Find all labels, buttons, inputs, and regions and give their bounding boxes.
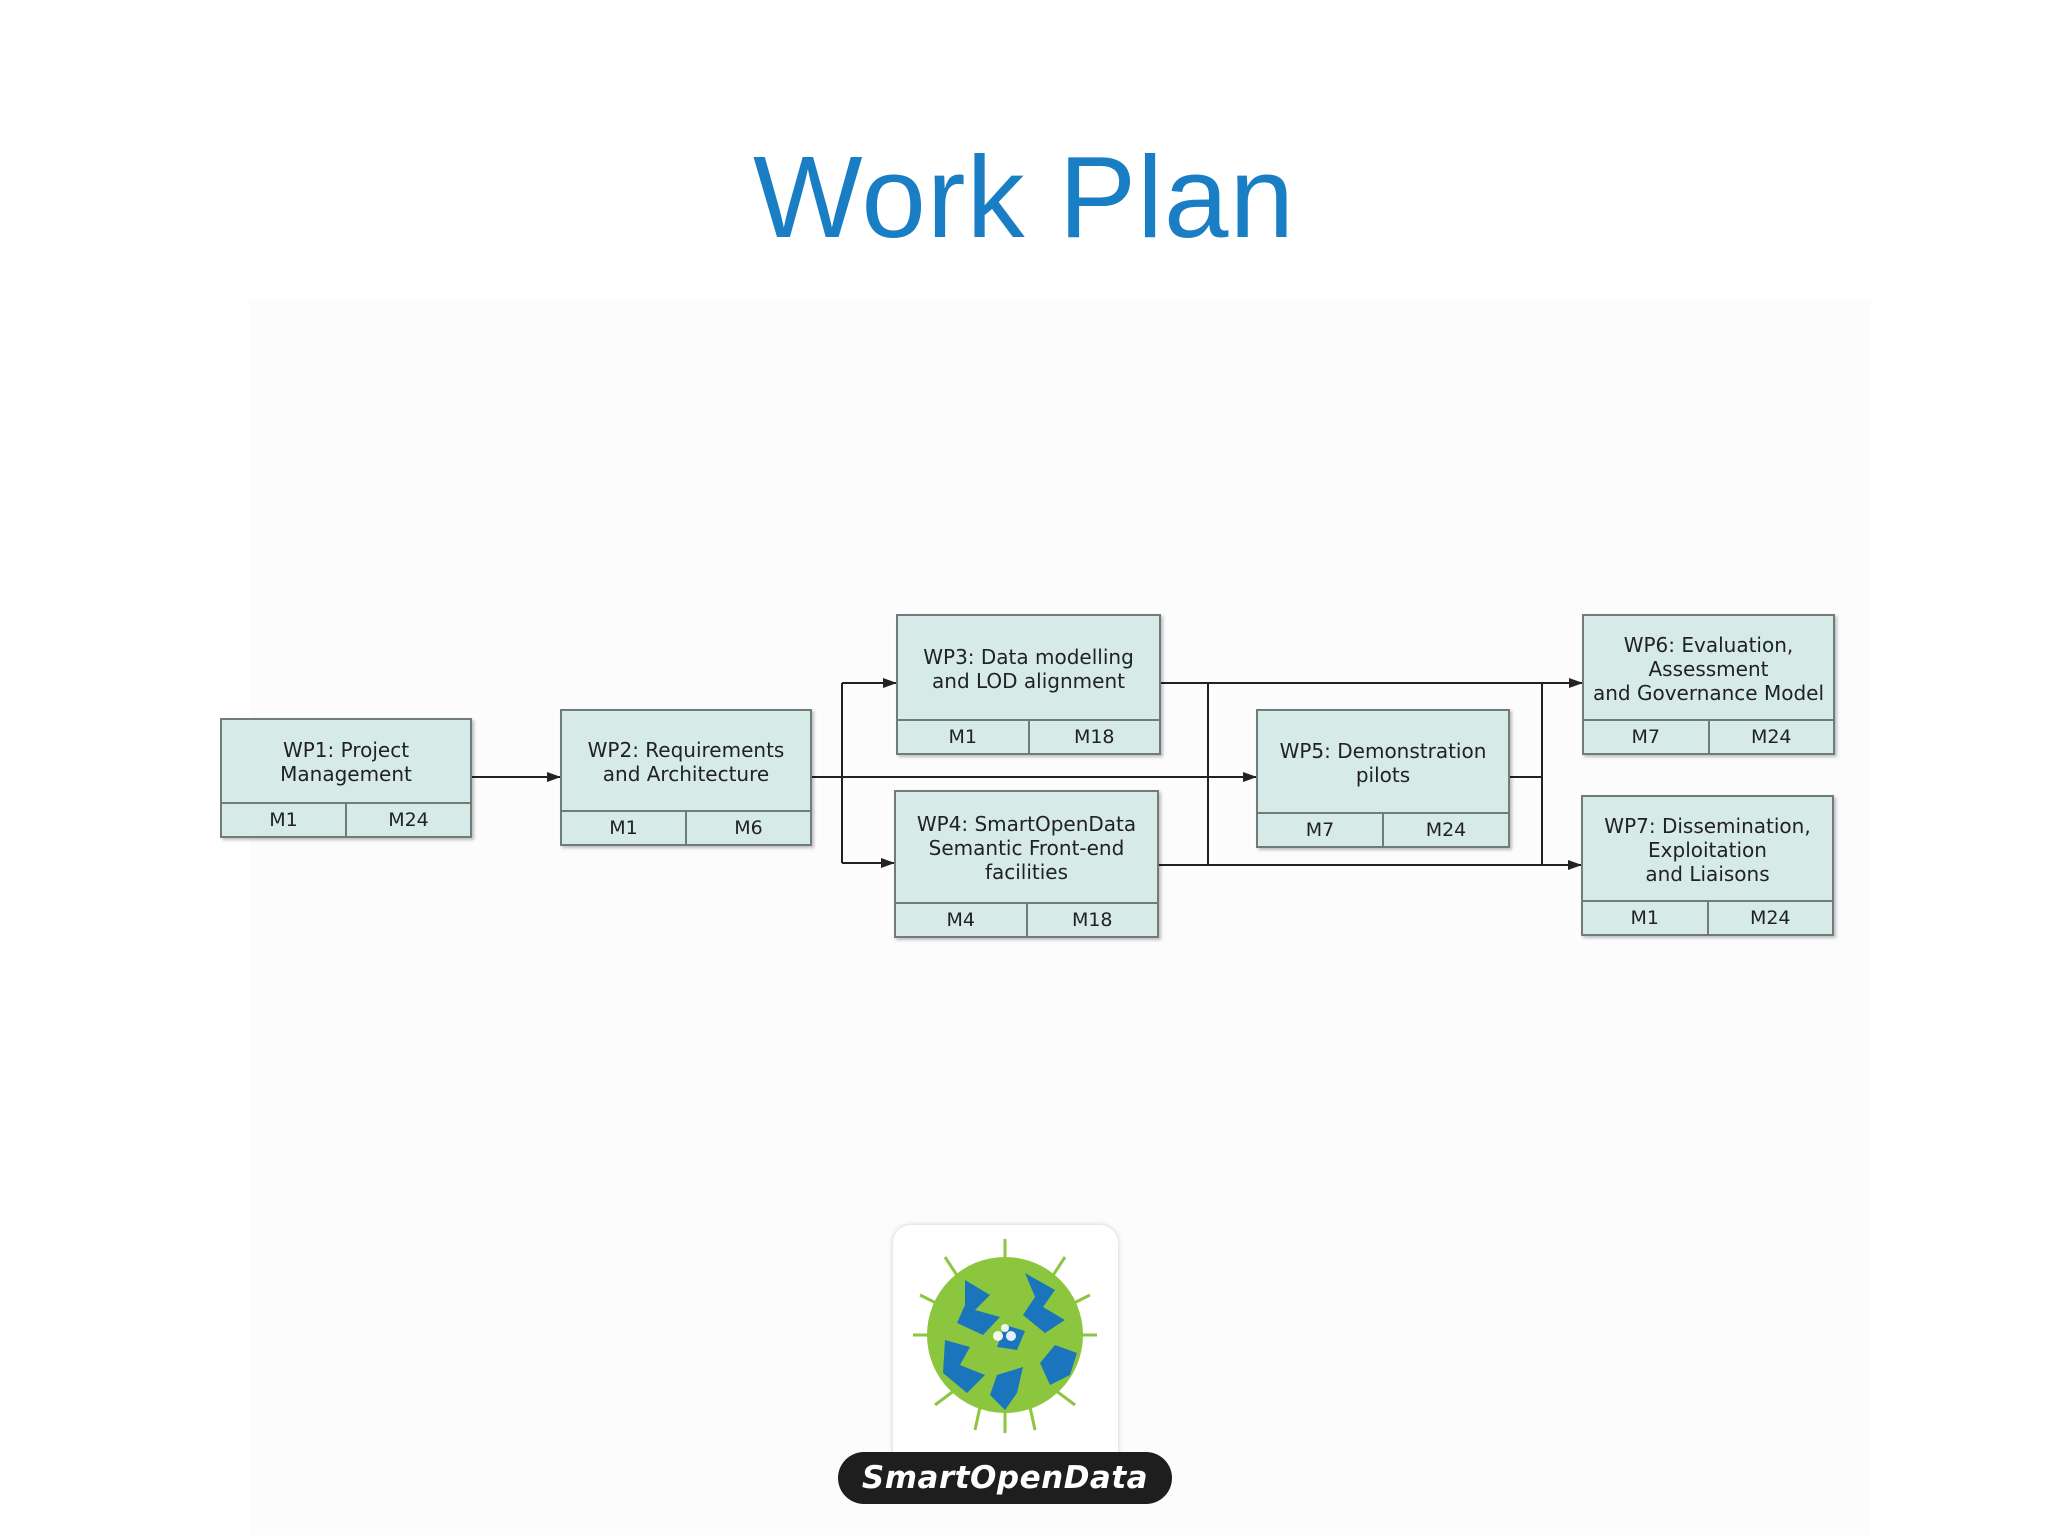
wp1-months: M1 M24 [222,802,470,836]
wp6-end-month: M24 [1707,721,1834,753]
slide-title: Work Plan [753,132,1295,262]
wp1-start-month: M1 [269,809,298,831]
wp2-start-month: M1 [609,817,638,839]
wp2-end-month: M6 [685,812,810,844]
wp3-box[interactable]: WP3: Data modelling and LOD alignment M1… [896,614,1161,755]
wp3-months: M1 M18 [898,719,1159,753]
wp4-end-month: M18 [1025,904,1158,936]
globe-logo-icon [913,1239,1097,1433]
wp4-start-month: M4 [946,909,975,931]
wp2-months: M1 M6 [562,810,810,844]
wp4-box[interactable]: WP4: SmartOpenData Semantic Front-end fa… [894,790,1159,938]
wp7-end-month: M24 [1706,902,1833,934]
wp1-title: WP1: Project Management [280,738,412,786]
wp5-title: WP5: Demonstration pilots [1279,738,1487,787]
wp4-months: M4 M18 [896,902,1157,936]
wp6-box[interactable]: WP6: Evaluation, Assessment and Governan… [1582,614,1835,755]
wp3-start-month: M1 [948,726,977,748]
wp1-end-month: M24 [345,804,470,836]
logo-wordmark: SmartOpenData [838,1452,1172,1504]
wp1-box[interactable]: WP1: Project Management M1 M24 [220,718,472,838]
wp5-end-month: M24 [1382,814,1508,846]
wp5-start-month: M7 [1305,819,1335,841]
wp7-box[interactable]: WP7: Dissemination, Exploitation and Lia… [1581,795,1834,936]
wp2-box[interactable]: WP2: Requirements and Architecture M1 M6 [560,709,812,846]
wp2-title: WP2: Requirements and Architecture [587,737,785,786]
wp4-title: WP4: SmartOpenData Semantic Front-end fa… [916,812,1137,884]
wp5-months: M7 M24 [1258,812,1508,846]
wp7-title: WP7: Dissemination, Exploitation and Lia… [1604,813,1811,886]
wp6-title: WP6: Evaluation, Assessment and Governan… [1592,632,1825,705]
wp7-start-month: M1 [1630,907,1659,929]
wp5-box[interactable]: WP5: Demonstration pilots M7 M24 [1256,709,1510,848]
wp6-months: M7 M24 [1584,719,1833,753]
wp6-start-month: M7 [1631,726,1660,748]
wp7-months: M1 M24 [1583,900,1832,934]
wp3-end-month: M18 [1027,721,1160,753]
wp3-title: WP3: Data modelling and LOD alignment [923,644,1134,693]
